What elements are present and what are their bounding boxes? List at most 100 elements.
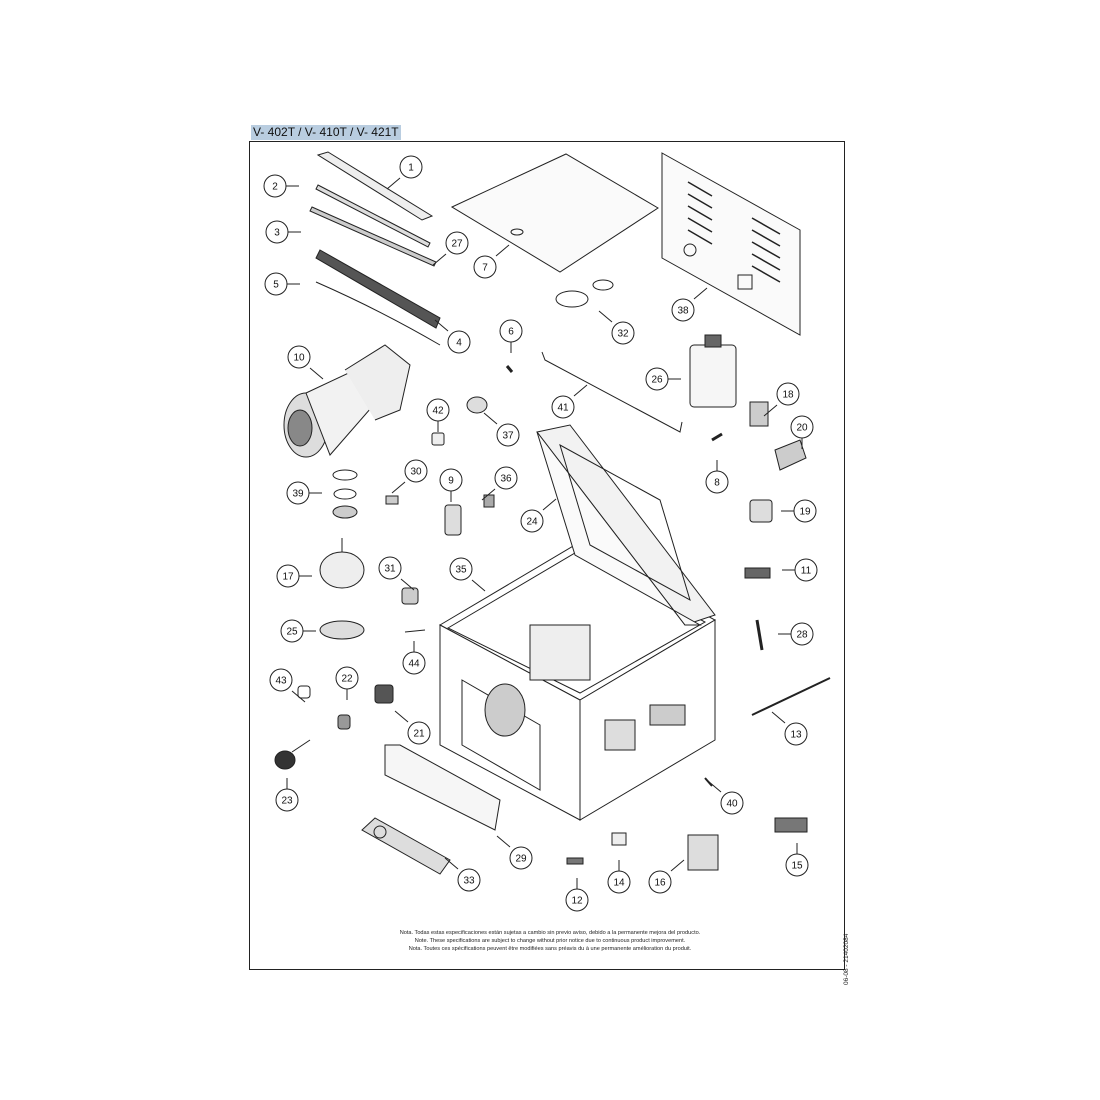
- callout-circle: [264, 272, 288, 296]
- disclaimer-notes: Nota. Todas estas especificaciones están…: [300, 929, 800, 953]
- callout-circle: [404, 459, 428, 483]
- callout-number: 44: [408, 659, 420, 670]
- callout-circle: [449, 557, 473, 581]
- document-code: 06-08 - 21402084: [843, 933, 850, 985]
- callout-circle: [611, 321, 635, 345]
- callout-number: 21: [413, 729, 425, 740]
- callout-number: 18: [782, 390, 794, 401]
- callout-circle: [265, 220, 289, 244]
- leader-line: [391, 481, 406, 494]
- callout-circle: [499, 319, 523, 343]
- callout-circle: [447, 330, 471, 354]
- callout-circle: [407, 721, 431, 745]
- callout-circle: [520, 509, 544, 533]
- document-title: V- 402T / V- 410T / V- 421T: [251, 125, 401, 140]
- leader-line: [771, 711, 786, 724]
- callout-number: 9: [448, 476, 454, 487]
- callout-circle: [784, 722, 808, 746]
- callout-number: 29: [515, 854, 527, 865]
- callout-circle: [648, 870, 672, 894]
- diagram-frame: [249, 141, 845, 970]
- callout-circle: [378, 556, 402, 580]
- oil-bottle: [689, 344, 737, 408]
- callout-number: 14: [613, 878, 625, 889]
- callout-number: 2: [272, 182, 278, 193]
- callout-number: 10: [293, 353, 305, 364]
- callout-number: 40: [726, 799, 738, 810]
- callout-number: 1: [408, 163, 414, 174]
- chamber-lid: [536, 424, 716, 626]
- callout-circle: [276, 564, 300, 588]
- leader-line: [291, 690, 306, 703]
- leader-line: [707, 780, 722, 793]
- callout-number: 12: [571, 896, 583, 907]
- callout-number: 25: [286, 627, 298, 638]
- leader-line: [542, 498, 557, 511]
- callout-circle: [473, 255, 497, 279]
- callout-number: 3: [274, 228, 280, 239]
- leader-line: [386, 177, 401, 190]
- callout-circle: [551, 395, 575, 419]
- callout-circle: [671, 298, 695, 322]
- callout-number: 43: [275, 676, 287, 687]
- callout-number: 16: [654, 878, 666, 889]
- leader-line: [394, 710, 409, 723]
- control-panel: [361, 817, 451, 875]
- callout-number: 38: [677, 306, 689, 317]
- leader-line: [483, 412, 498, 425]
- callout-circle: [399, 155, 423, 179]
- callout-circle: [790, 415, 814, 439]
- seal-bar-parts: [309, 151, 441, 346]
- callout-circle: [263, 174, 287, 198]
- callout-circle: [402, 651, 426, 675]
- callout-circle: [509, 846, 533, 870]
- callout-number: 32: [617, 329, 629, 340]
- callout-circle: [565, 888, 589, 912]
- leader-line: [444, 857, 459, 870]
- leader-line: [495, 244, 510, 257]
- front-panel-frame: [384, 744, 501, 831]
- callout-number: 30: [410, 467, 422, 478]
- callout-number: 26: [651, 375, 663, 386]
- leader-line: [573, 384, 588, 397]
- callout-number: 20: [796, 423, 808, 434]
- callout-number: 41: [557, 403, 569, 414]
- leader-line: [481, 488, 496, 501]
- top-plate: [450, 153, 659, 273]
- leader-line: [763, 404, 778, 417]
- callout-number: 6: [508, 327, 514, 338]
- callout-circle: [793, 499, 817, 523]
- callout-number: 27: [451, 239, 463, 250]
- callout-number: 19: [799, 507, 811, 518]
- callout-circle: [275, 788, 299, 812]
- vacuum-pump-motor: [283, 344, 411, 458]
- leader-line: [670, 859, 685, 872]
- callout-circle: [426, 398, 450, 422]
- callout-circle: [776, 382, 800, 406]
- callout-number: 15: [791, 861, 803, 872]
- callout-number: 11: [801, 566, 812, 577]
- callout-number: 13: [790, 730, 802, 741]
- callout-number: 35: [455, 565, 467, 576]
- callout-number: 8: [714, 478, 720, 489]
- callout-circle: [439, 468, 463, 492]
- callout-number: 17: [282, 572, 294, 583]
- callout-circle: [794, 558, 818, 582]
- leader-line: [434, 319, 449, 332]
- callout-circle: [785, 853, 809, 877]
- callout-number: 22: [341, 674, 353, 685]
- callout-circle: [705, 470, 729, 494]
- leader-line: [496, 835, 511, 848]
- leader-line: [309, 367, 324, 380]
- callout-number: 4: [456, 338, 462, 349]
- callout-number: 39: [292, 489, 304, 500]
- note-french: Nota. Toutes ces spécifications peuvent …: [408, 946, 692, 952]
- callout-number: 33: [463, 876, 475, 887]
- callout-number: 37: [502, 431, 514, 442]
- note-spanish: Nota. Todas estas especificaciones están…: [399, 930, 701, 936]
- callout-number: 7: [482, 263, 488, 274]
- callout-circle: [645, 367, 669, 391]
- callout-circle: [269, 668, 293, 692]
- callout-circle: [287, 345, 311, 369]
